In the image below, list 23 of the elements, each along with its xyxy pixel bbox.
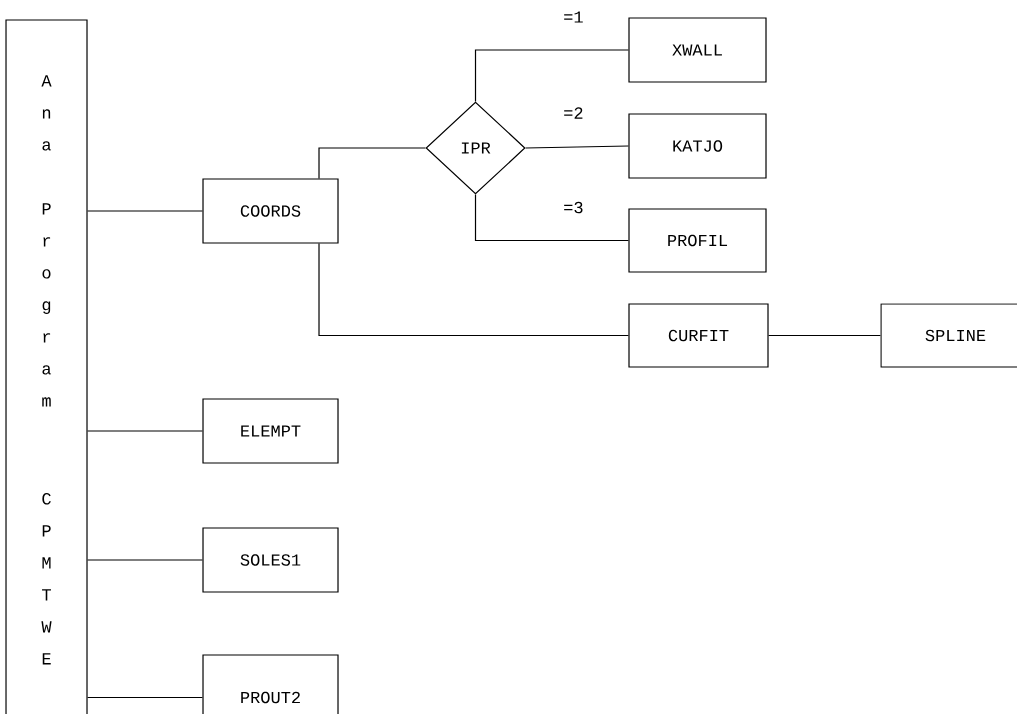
connector-line <box>768 334 881 337</box>
process-box: XWALL <box>628 17 767 83</box>
edge-label: =1 <box>562 10 585 24</box>
connector-line <box>87 696 203 699</box>
connector-line <box>525 145 629 149</box>
edge-label: =2 <box>562 106 585 120</box>
process-box: SPLINE <box>880 303 1017 368</box>
process-box: ELEMPT <box>202 398 339 464</box>
connector-line <box>87 210 203 212</box>
edge-label: =3 <box>562 200 585 215</box>
process-box: CURFIT <box>628 303 769 368</box>
process-box: SOLES1 <box>202 527 339 593</box>
process-box: KATJO <box>628 113 767 179</box>
connector-line <box>474 194 629 242</box>
process-box: PROUT2 <box>202 654 339 714</box>
process-box: COORDS <box>202 178 339 244</box>
program-box: Ana Program CPMTWE <box>5 19 88 714</box>
process-box: PROFIL <box>628 208 767 273</box>
connector-line <box>318 243 629 337</box>
connector-line <box>474 49 629 102</box>
connector-line <box>87 559 203 561</box>
connector-line <box>318 147 426 179</box>
connector-line <box>87 430 203 432</box>
